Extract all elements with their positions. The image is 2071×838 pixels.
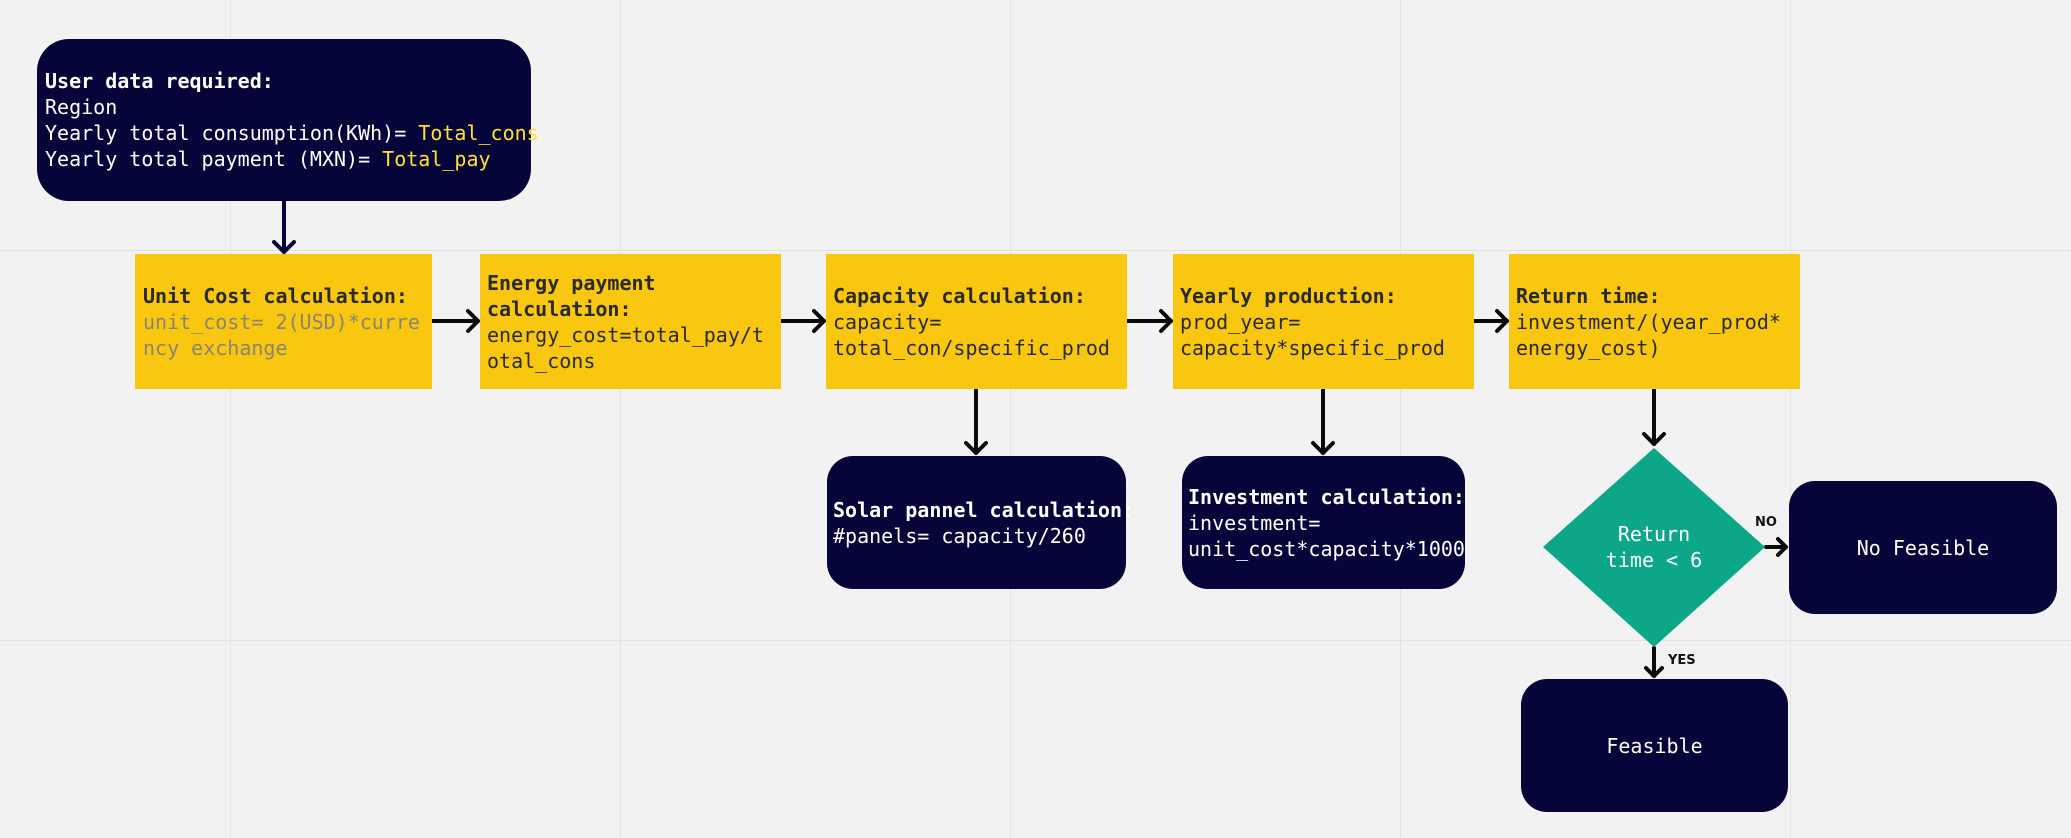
consumption-label: Yearly total consumption(KWh)= <box>45 121 419 145</box>
payment-variable: Total_pay <box>382 147 491 171</box>
arrow-yearlyproduction-to-returntime <box>1472 309 1509 333</box>
unit-cost-node[interactable]: Unit Cost calculation: unit_cost= 2(USD)… <box>135 254 432 389</box>
arrow-capacity-to-solarpanel <box>964 388 988 455</box>
arrow-unitcost-to-energypayment <box>430 309 480 333</box>
user-data-title: User data required: <box>45 69 274 93</box>
user-data-node[interactable]: User data required: Region Yearly total … <box>37 39 539 201</box>
yearly-production-node[interactable]: Yearly production: prod_year= capacity*s… <box>1173 254 1474 389</box>
user-data-consumption: Yearly total consumption(KWh)= Total_con… <box>45 120 539 146</box>
arrow-yearlyproduction-to-investment <box>1311 388 1335 455</box>
investment-title: Investment calculation: <box>1188 484 1465 509</box>
yearly-production-title: Yearly production: <box>1180 283 1397 308</box>
capacity-formula-lhs: capacity= <box>833 309 942 334</box>
arrow-capacity-to-yearlyproduction <box>1125 309 1173 333</box>
decision-line-2: time < 6 <box>1605 548 1703 572</box>
solar-panel-formula: #panels= capacity/260 <box>833 523 1086 548</box>
edge-label-yes: YES <box>1668 653 1696 668</box>
arrow-decision-to-nofeasible <box>1764 537 1788 557</box>
return-time-formula-2: energy_cost) <box>1516 335 1661 360</box>
arrow-decision-to-feasible <box>1644 646 1664 678</box>
energy-payment-node[interactable]: Energy payment calculation: energy_cost=… <box>480 254 781 389</box>
feasible-label: Feasible <box>1606 733 1703 758</box>
no-feasible-label: No Feasible <box>1856 535 1990 560</box>
return-time-title: Return time: <box>1516 283 1661 308</box>
user-data-payment: Yearly total payment (MXN)= Total_pay <box>45 146 531 172</box>
no-feasible-node[interactable]: No Feasible <box>1789 481 2057 614</box>
consumption-variable: Total_cons <box>418 121 539 145</box>
unit-cost-formula: unit_cost= 2(USD)*currency exchange <box>143 309 420 360</box>
investment-formula-lhs: investment= <box>1188 510 1321 535</box>
feasible-node[interactable]: Feasible <box>1521 679 1788 812</box>
yearly-production-formula-lhs: prod_year= <box>1180 309 1301 334</box>
decision-line-1: Return <box>1617 522 1691 546</box>
arrow-energypayment-to-capacity <box>779 309 826 333</box>
capacity-formula-rhs: total_con/specific_prod <box>833 335 1110 360</box>
capacity-node[interactable]: Capacity calculation: capacity= total_co… <box>826 254 1127 389</box>
return-time-formula-1: investment/(year_prod* <box>1516 309 1781 334</box>
arrow-returntime-to-decision <box>1642 388 1666 446</box>
unit-cost-title: Unit Cost calculation: <box>143 283 408 308</box>
user-data-region: Region <box>45 95 118 119</box>
investment-node[interactable]: Investment calculation: investment= unit… <box>1182 456 1465 589</box>
investment-formula-rhs: unit_cost*capacity*1000 <box>1188 536 1465 561</box>
solar-panel-node[interactable]: Solar pannel calculation: #panels= capac… <box>827 456 1135 589</box>
decision-node[interactable]: Return time < 6 <box>1574 500 1734 594</box>
edge-label-no: NO <box>1755 515 1777 530</box>
arrow-userdata-to-unitcost <box>272 200 296 254</box>
decision-diamond-shape <box>1543 448 1765 647</box>
energy-payment-formula: energy_cost=total_pay/total_cons <box>487 322 764 373</box>
solar-panel-title: Solar pannel calculation: <box>833 497 1135 522</box>
energy-payment-title: Energy payment calculation: <box>487 270 656 321</box>
return-time-node[interactable]: Return time: investment/(year_prod* ener… <box>1509 254 1800 389</box>
yearly-production-formula-rhs: capacity*specific_prod <box>1180 335 1445 360</box>
payment-label: Yearly total payment (MXN)= <box>45 147 383 171</box>
capacity-title: Capacity calculation: <box>833 283 1086 308</box>
